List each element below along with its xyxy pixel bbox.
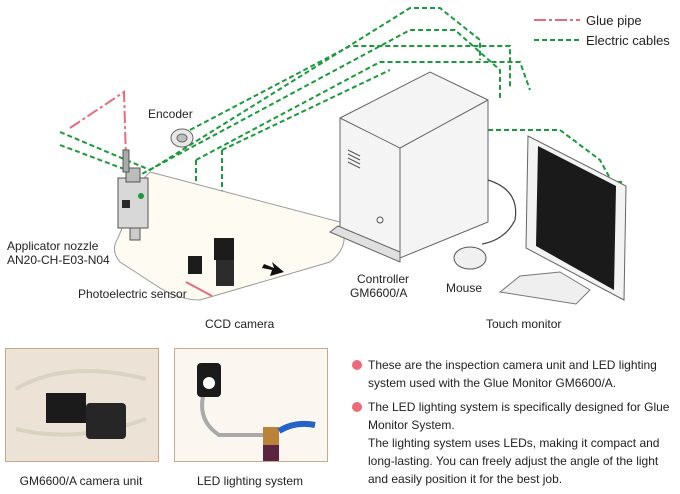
- mouse-label: Mouse: [446, 281, 482, 295]
- legend: Glue pipe Electric cables: [534, 13, 670, 48]
- led-lighting-photo: [174, 348, 328, 462]
- bullet-text-line: The lighting system uses LEDs, making it…: [368, 436, 660, 450]
- applicator-nozzle-label: Applicator nozzle: [7, 239, 99, 253]
- bullet-text-line: Monitor System.: [368, 418, 455, 432]
- bullet-item: These are the inspection camera unit and…: [352, 356, 674, 392]
- led-lighting-caption: LED lighting system: [196, 474, 304, 488]
- bullet-dot-icon: [352, 360, 362, 370]
- ccd-camera-label: CCD camera: [205, 317, 275, 331]
- bullet-text-line: The LED lighting system is specifically …: [368, 400, 670, 414]
- controller-model: GM6600/A: [350, 286, 407, 300]
- arrow-icon: [262, 262, 284, 276]
- work-plate: [114, 171, 345, 301]
- controller-label: Controller: [357, 272, 409, 286]
- cable-nozzle-controller: [59, 7, 481, 172]
- camera-unit-caption: GM6600/A camera unit: [19, 474, 143, 488]
- ccd-camera: [214, 238, 234, 286]
- cable-controller-monitor: [488, 129, 622, 183]
- applicator-nozzle-model: AN20-CH-E03-N04: [7, 253, 110, 267]
- photoelectric-sensor-label: Photoelectric sensor: [78, 287, 187, 301]
- description: These are the inspection camera unit and…: [352, 356, 674, 494]
- bullet-text-line: and easily position it for the best job.: [368, 472, 563, 486]
- encoder: [170, 128, 194, 148]
- led-lighting-image: [175, 349, 327, 461]
- bullet-text-line: system used with the Glue Monitor GM6600…: [368, 376, 617, 390]
- camera-unit-photo: [5, 348, 159, 462]
- bullet-text-line: long-lasting. You can freely adjust the …: [368, 454, 659, 468]
- touch-monitor-label: Touch monitor: [486, 317, 561, 331]
- mouse-cable: [481, 179, 517, 245]
- cable-encoder-controller: [189, 45, 511, 131]
- photoelectric-sensor: [188, 256, 202, 274]
- applicator-nozzle: [117, 149, 149, 241]
- mouse: [453, 246, 487, 270]
- bullet-item: The LED lighting system is specifically …: [352, 398, 674, 488]
- bullet-dot-icon: [352, 402, 362, 412]
- touch-monitor: [498, 135, 627, 305]
- controller: [329, 71, 489, 263]
- electric-cables: [59, 7, 622, 240]
- glue-pipe-line: [69, 90, 127, 161]
- cable-ccd-controller: [221, 69, 391, 151]
- electric-cables-legend-label: Electric cables: [586, 33, 670, 48]
- cable-sensor-controller: [195, 61, 531, 161]
- glue-bead: [185, 281, 213, 297]
- glue-pipe-legend-label: Glue pipe: [586, 13, 642, 28]
- bullet-text-line: These are the inspection camera unit and…: [368, 358, 657, 372]
- encoder-label: Encoder: [148, 107, 193, 121]
- camera-unit-image: [6, 349, 158, 461]
